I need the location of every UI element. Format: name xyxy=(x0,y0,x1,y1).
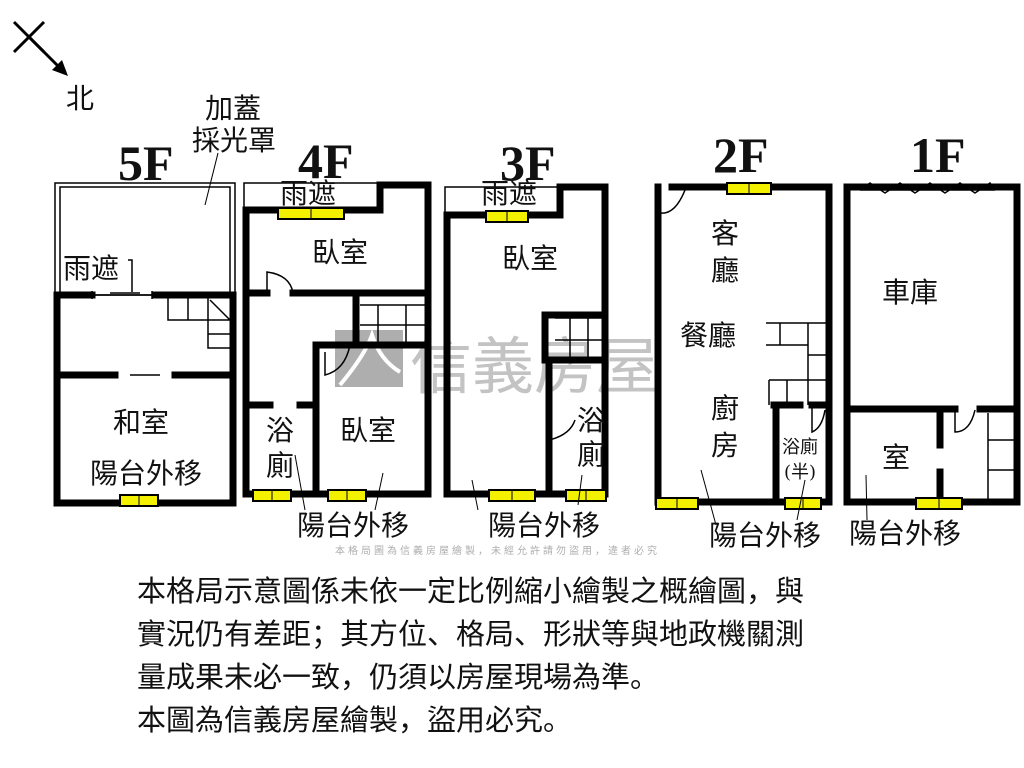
room-awning: 雨遮 xyxy=(280,177,336,210)
watermark-brand: 信義房屋 xyxy=(410,330,658,403)
room-garage: 車庫 xyxy=(882,276,938,309)
north-label: 北 xyxy=(66,82,94,115)
room-bath-2: 廁 xyxy=(266,449,294,482)
floor-label-3f: 3F xyxy=(500,135,556,191)
floor-3f: 雨遮 臥室 浴 廁 陽台外移 xyxy=(443,177,609,542)
watermark: 信義房屋 本格局圖為信義房屋繪製，未經允許請勿盜用，違者必究 xyxy=(335,328,660,557)
room-bedroom: 臥室 xyxy=(312,236,368,269)
room-half-bath: 浴廁 xyxy=(782,436,818,458)
room-bath-2: 廁 xyxy=(577,438,605,471)
room-living-2: 廳 xyxy=(711,254,739,287)
floor-4f: 雨遮 臥室 浴 廁 臥室 陽台外移 xyxy=(242,177,432,542)
room-bath-1: 浴 xyxy=(577,404,605,437)
room-awning: 雨遮 xyxy=(63,252,119,285)
watermark-small: 本格局圖為信義房屋繪製，未經允許請勿盜用，違者必究 xyxy=(335,544,660,557)
room-bath-1: 浴 xyxy=(266,414,294,447)
room-japanese: 和室 xyxy=(113,406,169,439)
disclaimer-line: 實況仍有差距；其方位、格局、形狀等與地政機關測 xyxy=(137,617,805,651)
room-awning: 雨遮 xyxy=(481,177,537,210)
room-living-1: 客 xyxy=(711,217,739,250)
disclaimer-line: 本圖為信義房屋繪製，盜用必究。 xyxy=(137,703,573,737)
floor-2f: 客 廳 餐廳 廚 房 浴廁 (半) 陽台外移 xyxy=(654,182,833,552)
room-kitchen-1: 廚 xyxy=(711,392,739,425)
annotation-balcony: 陽台外移 xyxy=(709,519,821,552)
annotation-balcony: 陽台外移 xyxy=(849,517,961,550)
floor-label-2f: 2F xyxy=(713,127,769,183)
room-room: 室 xyxy=(882,441,910,474)
floor-label-5f: 5F xyxy=(118,135,174,191)
room-bedroom: 臥室 xyxy=(502,242,558,275)
annotation-balcony: 陽台外移 xyxy=(297,509,409,542)
annotation-skylight: 採光罩 xyxy=(192,124,276,157)
room-bedroom-2: 臥室 xyxy=(340,414,396,447)
floor-label-1f: 1F xyxy=(910,127,966,183)
disclaimer-line: 本格局示意圖係未依一定比例縮小繪製之概繪圖，與 xyxy=(137,574,805,608)
floor-5f: 加蓋 採光罩 雨遮 和室 陽台外移 xyxy=(53,92,276,507)
floor-1f: 車庫 室 陽台外移 xyxy=(843,181,1021,550)
room-kitchen-2: 房 xyxy=(711,429,739,462)
floor-label-4f: 4F xyxy=(298,133,354,189)
room-half-bath-note: (半) xyxy=(784,462,816,483)
room-balcony: 陽台外移 xyxy=(90,457,202,490)
room-dining: 餐廳 xyxy=(680,319,736,352)
annotation-balcony: 陽台外移 xyxy=(488,509,600,542)
disclaimer: 本格局示意圖係未依一定比例縮小繪製之概繪圖，與 實況仍有差距；其方位、格局、形狀… xyxy=(137,570,804,742)
annotation-add-on: 加蓋 xyxy=(205,92,261,125)
disclaimer-line: 量成果未必一致，仍須以房屋現場為準。 xyxy=(137,660,660,694)
north-arrow-icon xyxy=(12,20,68,76)
